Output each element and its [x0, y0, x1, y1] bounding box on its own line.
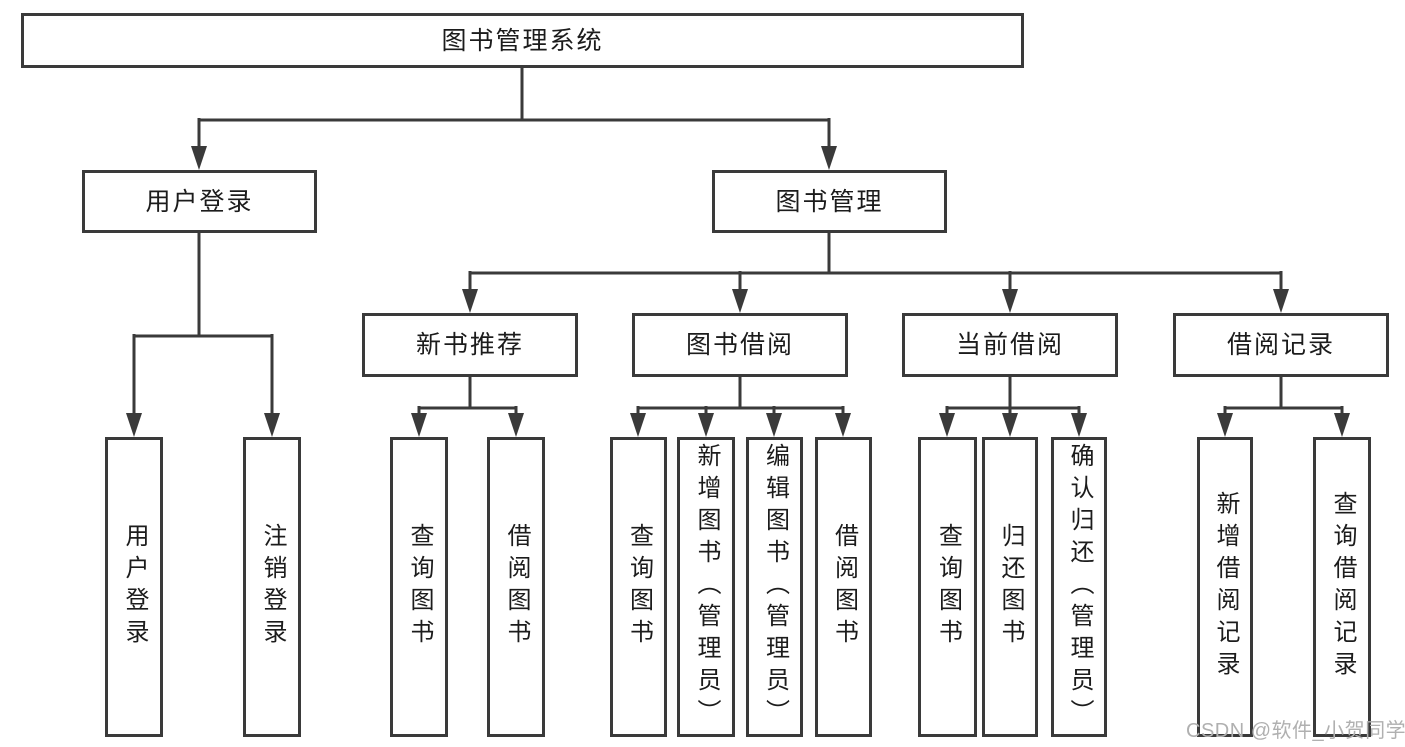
arrowheads — [126, 146, 1350, 437]
leaf-borrow-books-recommend: 借阅图书 — [487, 437, 545, 737]
node-borrowing-records: 借阅记录 — [1173, 313, 1389, 377]
csdn-watermark: CSDN @软件_小贺同学 — [1186, 720, 1405, 742]
leaf-confirm-return-admin: 确认归还（管理员） — [1051, 437, 1107, 737]
node-current-borrowing: 当前借阅 — [902, 313, 1118, 377]
node-user-login: 用户登录 — [82, 170, 317, 233]
node-library-system: 图书管理系统 — [21, 13, 1024, 68]
leaf-add-borrow-record: 新增借阅记录 — [1197, 437, 1253, 737]
leaf-query-books-borrowing: 查询图书 — [610, 437, 667, 737]
leaf-edit-book-admin: 编辑图书（管理员） — [746, 437, 803, 737]
leaf-query-books-recommend: 查询图书 — [390, 437, 448, 737]
leaf-borrow-books-borrowing: 借阅图书 — [815, 437, 872, 737]
node-new-book-recommend: 新书推荐 — [362, 313, 578, 377]
leaf-query-borrow-record: 查询借阅记录 — [1313, 437, 1371, 737]
leaf-logout: 注销登录 — [243, 437, 301, 737]
leaf-query-books-current: 查询图书 — [918, 437, 977, 737]
leaf-return-books: 归还图书 — [982, 437, 1038, 737]
node-book-management: 图书管理 — [712, 170, 947, 233]
node-book-borrowing: 图书借阅 — [632, 313, 848, 377]
leaf-user-login: 用户登录 — [105, 437, 163, 737]
leaf-add-book-admin: 新增图书（管理员） — [677, 437, 735, 737]
